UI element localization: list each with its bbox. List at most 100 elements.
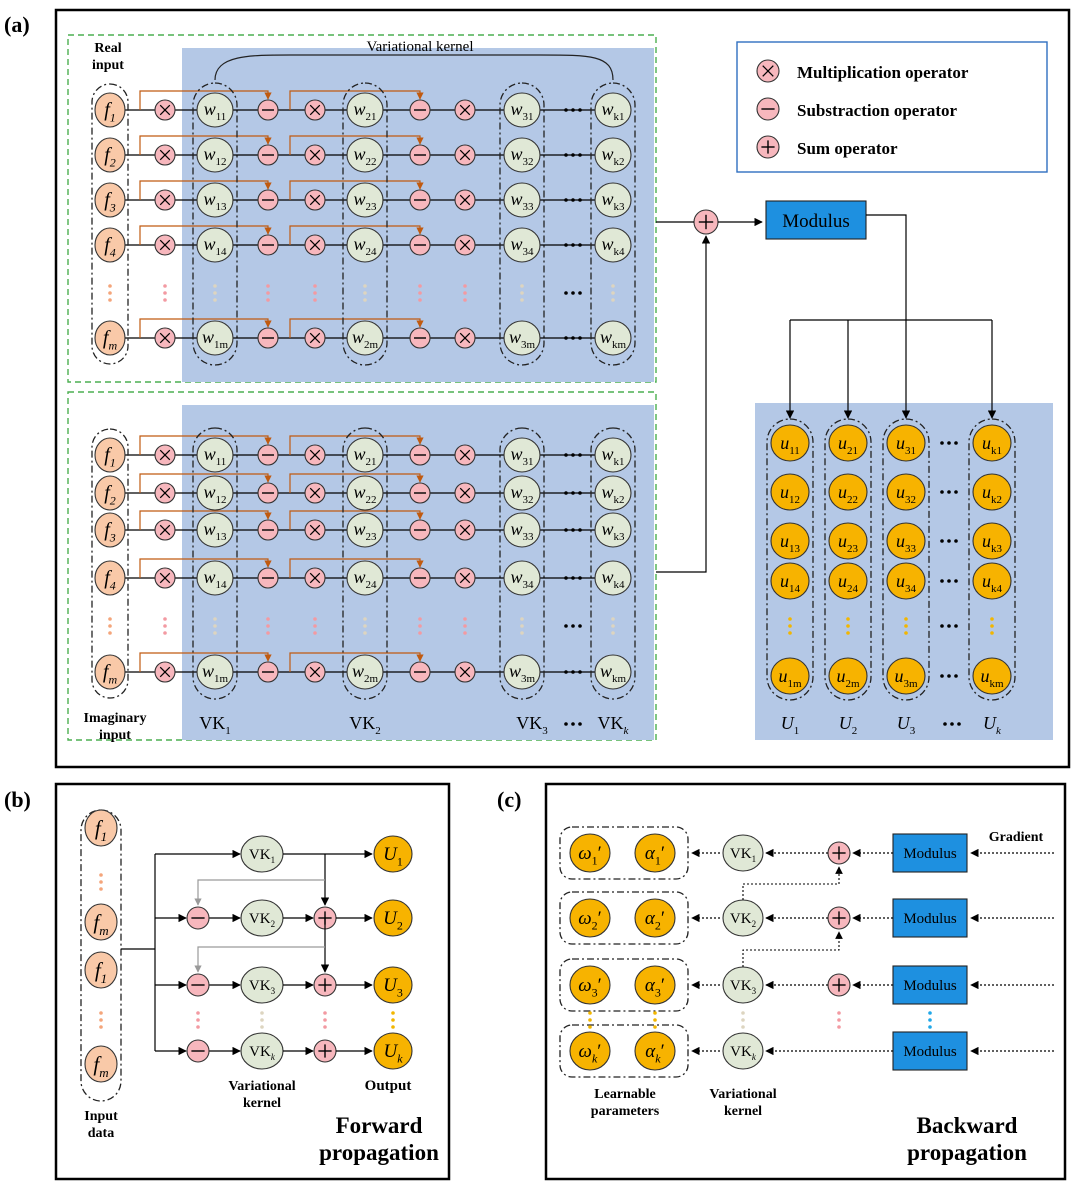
output-column-label: U3 — [897, 713, 916, 737]
output-column — [882, 418, 930, 701]
kernel-column — [590, 82, 636, 366]
output-column — [968, 418, 1016, 701]
vertical-ellipsis — [313, 631, 317, 635]
input-column — [91, 83, 129, 365]
operator-glyph — [309, 194, 321, 206]
vertical-ellipsis — [904, 624, 908, 628]
output-node-label: u2m — [836, 666, 860, 690]
weight-node — [346, 560, 384, 596]
vertical-ellipsis — [363, 284, 367, 288]
horizontal-ellipsis — [571, 576, 575, 580]
kernel-column — [499, 427, 545, 700]
vertical-ellipsis — [418, 617, 422, 621]
output-node — [972, 473, 1012, 511]
input-node — [94, 512, 126, 548]
weight-node-label: w11 — [204, 444, 227, 468]
vertical-ellipsis — [588, 1011, 592, 1015]
modulus-block — [765, 200, 867, 240]
vertical-ellipsis — [108, 617, 112, 621]
weight-node-label: w21 — [353, 99, 376, 123]
output-node-label: Uk — [383, 1041, 403, 1065]
weight-node-label: wk2 — [601, 144, 624, 168]
weight-node-label: w13 — [203, 519, 227, 543]
feedback-arrow — [139, 135, 272, 155]
horizontal-ellipsis — [571, 670, 575, 674]
vertical-ellipsis — [928, 1018, 932, 1022]
input-node-label: fm — [93, 910, 108, 938]
parameter-node-label: ω1′ — [578, 843, 602, 867]
parameter-node-label: α1′ — [645, 843, 665, 867]
output-node — [972, 424, 1012, 462]
weight-node-label: wk4 — [601, 567, 625, 591]
input-node — [94, 137, 126, 173]
parameter-node-label: α2′ — [645, 908, 665, 932]
parameter-node-label: αk′ — [645, 1041, 664, 1065]
weight-node — [346, 475, 384, 511]
weight-node-label: w14 — [203, 567, 227, 591]
horizontal-ellipsis — [578, 576, 582, 580]
vertical-ellipsis — [163, 624, 167, 628]
weight-node-label: w21 — [353, 444, 376, 468]
operator-glyph — [309, 104, 321, 116]
horizontal-ellipsis — [954, 539, 958, 543]
vertical-ellipsis — [741, 1018, 745, 1022]
feedback-arrow — [289, 510, 424, 530]
horizontal-ellipsis — [578, 198, 582, 202]
vk-node — [722, 1032, 764, 1070]
variational-kernel-label: Variational kernel — [366, 39, 473, 55]
horizontal-ellipsis — [940, 539, 944, 543]
vertical-ellipsis — [418, 291, 422, 295]
weight-node — [503, 654, 541, 690]
weight-node — [196, 475, 234, 511]
horizontal-ellipsis — [954, 674, 958, 678]
input-node-label: fm — [103, 661, 118, 687]
vertical-ellipsis — [108, 284, 112, 288]
vertical-ellipsis — [520, 298, 524, 302]
weight-node — [503, 182, 541, 218]
operator-glyph — [459, 572, 471, 584]
modulus-label: Modulus — [903, 846, 957, 862]
output-node — [886, 522, 926, 560]
parameter-node — [634, 1031, 676, 1071]
weight-node — [594, 182, 632, 218]
vertical-ellipsis — [99, 1018, 103, 1022]
input-data-label: data — [88, 1126, 114, 1141]
feedback-arrow — [194, 879, 325, 906]
output-node-label: U2 — [383, 908, 403, 932]
horizontal-ellipsis — [564, 291, 568, 295]
horizontal-ellipsis — [564, 722, 568, 726]
vertical-ellipsis — [788, 631, 792, 635]
vertical-ellipsis — [611, 298, 615, 302]
output-node — [886, 657, 926, 695]
feedback-arrow — [139, 473, 272, 493]
legend-box — [736, 41, 1048, 173]
weight-node — [594, 320, 632, 356]
input-node — [84, 809, 118, 847]
weight-node-label: w3m — [509, 661, 536, 685]
vertical-ellipsis — [653, 1025, 657, 1029]
weight-node-label: w2m — [352, 327, 379, 351]
input-node — [94, 560, 126, 596]
weight-node-label: wk3 — [601, 519, 625, 543]
output-node-label: u21 — [838, 433, 858, 457]
imaginary-input-label: Imaginary — [84, 711, 147, 726]
horizontal-ellipsis — [571, 291, 575, 295]
real-input-label: input — [92, 58, 124, 73]
input-node — [94, 92, 126, 128]
operator-glyph — [459, 332, 471, 344]
vertical-ellipsis — [741, 1011, 745, 1015]
output-node-label: u33 — [896, 531, 917, 555]
output-node-label: u34 — [896, 571, 917, 595]
weight-node-label: w32 — [510, 482, 533, 506]
vk-node-label: VKk — [730, 1044, 757, 1062]
weight-node — [503, 92, 541, 128]
operator-glyph — [459, 666, 471, 678]
operator-glyph — [159, 449, 171, 461]
feedback-arrow — [289, 318, 424, 338]
horizontal-ellipsis — [571, 153, 575, 157]
output-node-label: uk3 — [982, 531, 1003, 555]
vk-node-label: VK3 — [730, 978, 757, 996]
panel-b-frame — [54, 782, 451, 1181]
operator-glyph — [459, 149, 471, 161]
real-input-label: Real — [94, 41, 121, 56]
